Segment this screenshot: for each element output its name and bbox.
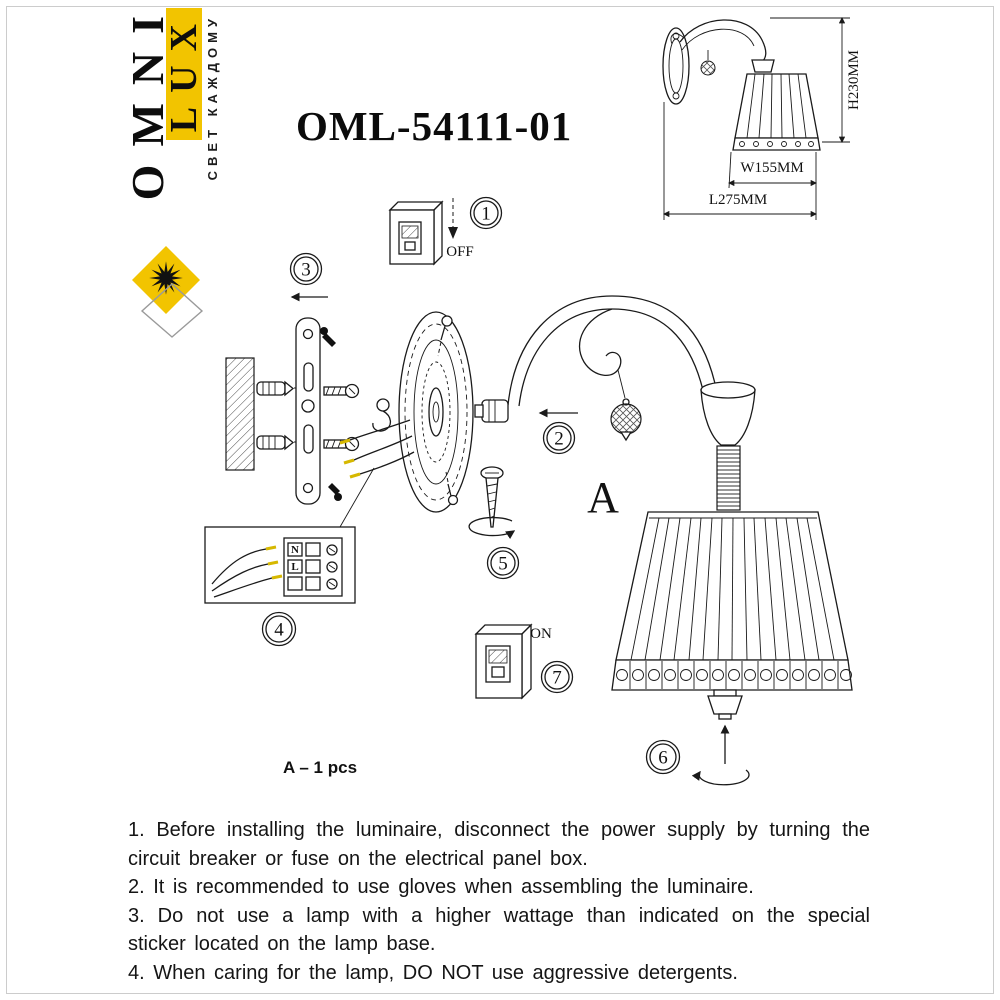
- parts-count-label: A – 1 pcs: [283, 758, 358, 777]
- step-circle-1: 1: [469, 196, 503, 230]
- step-circle-5: 5: [486, 546, 520, 580]
- page-title: OML-54111-01: [296, 103, 573, 149]
- on-label: ON: [530, 626, 552, 642]
- overview-lamp-drawing: [662, 19, 821, 151]
- step-circle-7: 7: [540, 660, 574, 694]
- step-number-1: 1: [481, 204, 491, 225]
- instructions: 1. Before installing the luminaire, disc…: [128, 816, 870, 988]
- step-circle-6: 6: [645, 739, 681, 775]
- step2-arm-attachment-diagram: [474, 295, 756, 511]
- step-number-6: 6: [658, 748, 668, 769]
- step4-terminal-wiring-diagram: N L: [204, 526, 356, 604]
- assembly-diagram: H230MM W155MM L275MM OFF: [204, 17, 862, 786]
- terminal-live-label: L: [291, 561, 298, 573]
- step-circle-4: 4: [261, 611, 297, 647]
- step-circle-2: 2: [542, 421, 576, 455]
- step-number-7: 7: [552, 668, 562, 689]
- step-number-3: 3: [301, 260, 311, 281]
- instruction-item-3: 3. Do not use a lamp with a higher watta…: [128, 904, 870, 956]
- step-number-4: 4: [274, 620, 284, 641]
- instruction-item-2: 2. It is recommended to use gloves when …: [128, 876, 754, 899]
- step5-fixing-screw-diagram: [468, 466, 516, 540]
- step-circle-3: 3: [289, 252, 323, 286]
- width-dimension-label: W155MM: [740, 160, 803, 176]
- off-label: OFF: [446, 244, 474, 260]
- step3-wall-mounting-diagram: [225, 292, 474, 528]
- terminal-neutral-label: N: [291, 544, 299, 556]
- instruction-item-4: 4. When caring for the lamp, DO NOT use …: [128, 961, 738, 984]
- dimension-length: L275MM: [663, 102, 817, 220]
- diamond-starburst-icon: [132, 246, 204, 338]
- height-dimension-label: H230MM: [846, 50, 862, 110]
- step7-power-on-switch-diagram: ON: [474, 623, 552, 700]
- part-a-label: A: [587, 473, 619, 522]
- shade-assembly-diagram: [611, 511, 853, 786]
- length-dimension-label: L275MM: [709, 192, 767, 208]
- dimension-height: H230MM: [770, 17, 862, 143]
- step-number-2: 2: [554, 429, 564, 450]
- instruction-item-1: 1. Before installing the luminaire, disc…: [128, 819, 870, 870]
- step-number-5: 5: [498, 554, 508, 575]
- step1-power-off-switch-diagram: OFF: [388, 198, 474, 266]
- dimension-width: W155MM: [728, 151, 817, 220]
